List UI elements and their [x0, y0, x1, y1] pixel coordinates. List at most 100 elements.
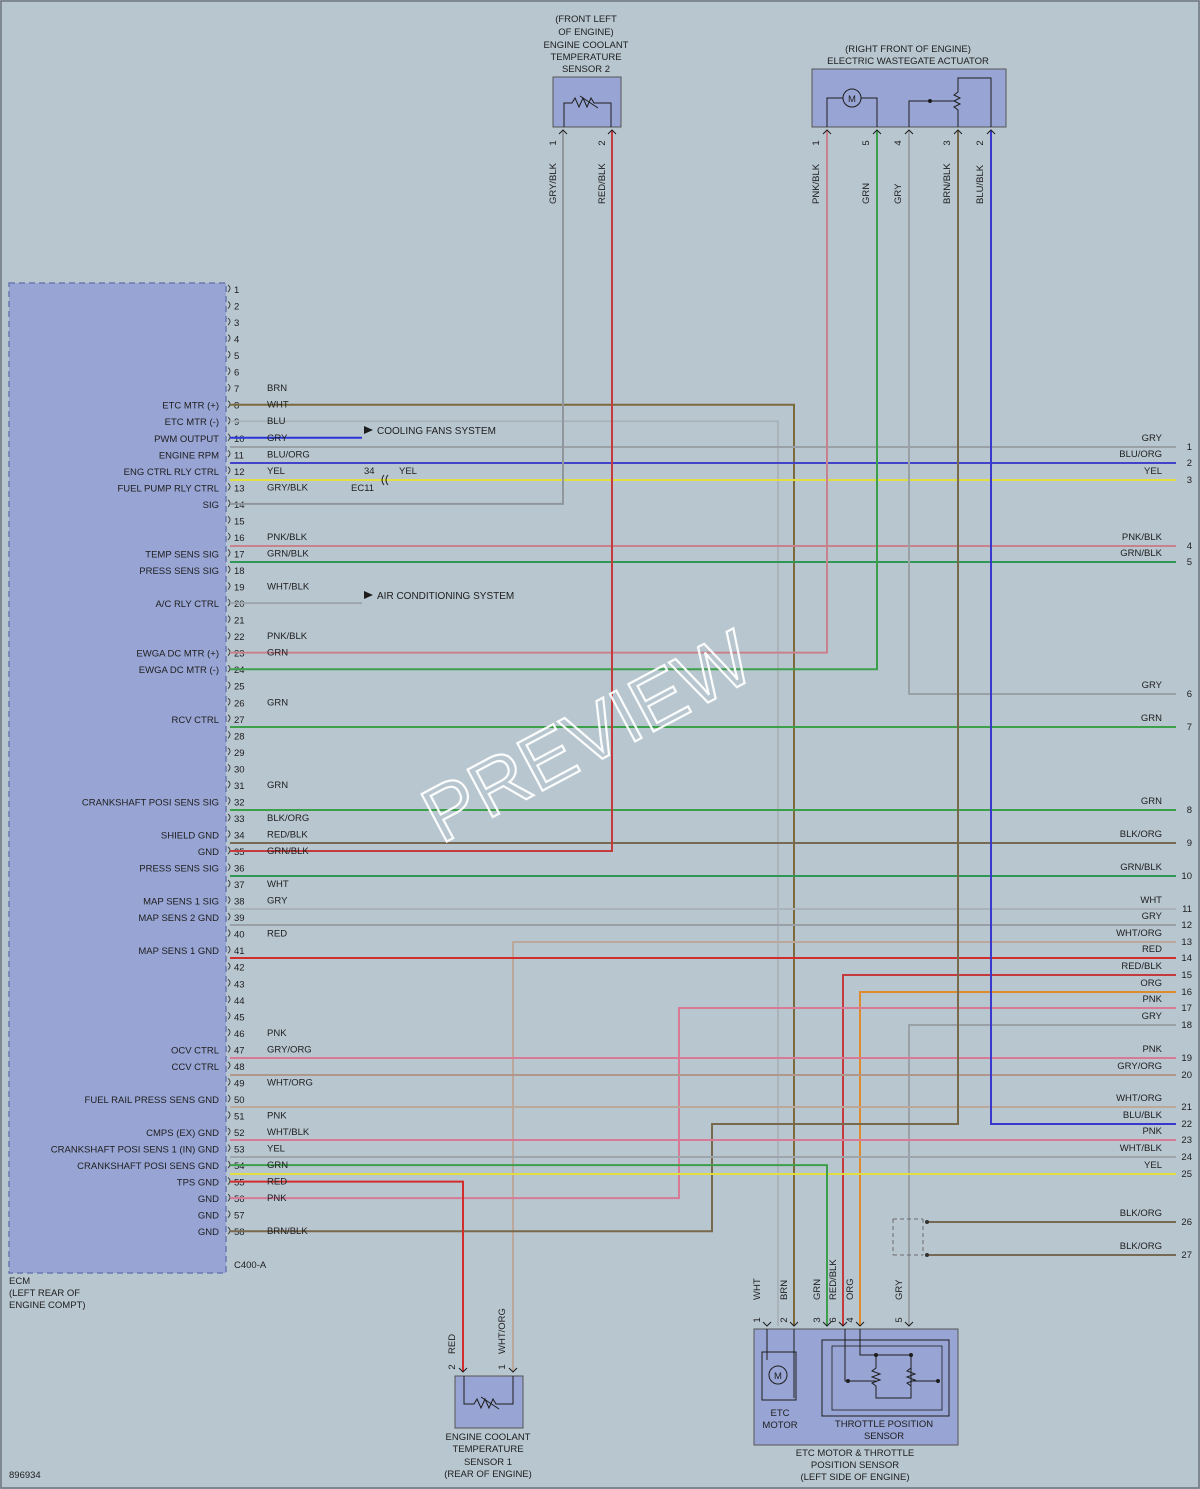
ecm-pin-number: 7 — [234, 384, 239, 395]
ecm-pin-number: 11 — [234, 450, 244, 461]
right-terminal-color: PNK — [1142, 1044, 1162, 1055]
ecm-pin-number: 34 — [234, 830, 245, 841]
right-terminal-color: GRN/BLK — [1120, 548, 1162, 559]
ecm-wire-color-label: WHT/BLK — [267, 1127, 310, 1138]
svg-text:ENGINE COOLANT: ENGINE COOLANT — [544, 40, 629, 51]
right-terminal-color: WHT/BLK — [1120, 1143, 1163, 1154]
right-terminal-number: 12 — [1181, 920, 1192, 931]
etc-pin-number: 5 — [894, 1317, 905, 1322]
ecm-pin-number: 25 — [234, 682, 245, 693]
ewga-pin-number: 3 — [942, 140, 953, 145]
ecm-pin-number: 16 — [234, 533, 245, 544]
shield-ground — [892, 1218, 929, 1257]
right-terminal-color: PNK — [1142, 1126, 1162, 1137]
ecm-pin-number: 53 — [234, 1145, 245, 1156]
air-conditioning-reference: AIR CONDITIONING SYSTEM — [364, 591, 514, 602]
ecm-signal-label: ENGINE RPM — [159, 450, 219, 461]
ecm-pin-number: 19 — [234, 583, 245, 594]
svg-text:(FRONT LEFT: (FRONT LEFT — [555, 14, 617, 25]
ecm-pin-number: 37 — [234, 880, 245, 891]
right-terminal-number: 13 — [1181, 937, 1192, 948]
etc-pin-color: BRN — [779, 1280, 790, 1300]
ecm-signal-label: CRANKSHAFT POSI SENS SIG — [82, 797, 219, 808]
right-terminal-color: GRN/BLK — [1120, 862, 1162, 873]
ecm-pin-number: 22 — [234, 632, 245, 643]
wire — [230, 130, 878, 671]
ecm-pin-number: 35 — [234, 847, 245, 858]
ect1-pin-color: WHT/ORG — [497, 1308, 508, 1354]
svg-text:MOTOR: MOTOR — [762, 1420, 797, 1431]
ecm-wire-color-label: WHT/BLK — [267, 582, 310, 593]
svg-text:M: M — [848, 94, 856, 105]
ewga-pin-number: 2 — [975, 140, 986, 145]
right-terminal-number: 5 — [1187, 557, 1192, 568]
ecm-pin-number: 42 — [234, 963, 245, 974]
ecm-signal-label: SHIELD GND — [161, 830, 219, 841]
right-terminal-number: 7 — [1187, 722, 1192, 733]
right-terminal-number: 22 — [1181, 1119, 1192, 1130]
wire — [908, 1024, 1176, 1326]
right-terminal-number: 15 — [1181, 970, 1192, 981]
ecm-label: ECM (LEFT REAR OF ENGINE COMPT) — [9, 1276, 86, 1311]
ecm-pin-number: 23 — [234, 649, 245, 660]
ecm-pin-number: 30 — [234, 764, 245, 775]
ecm-wire-color-label: BLU — [267, 416, 286, 427]
etc-pin-number: 3 — [812, 1317, 823, 1322]
etc-pin-color: GRN — [812, 1279, 823, 1300]
ecm-wire-color-label: GRN/BLK — [267, 548, 309, 559]
ect2-pin-number: 1 — [548, 140, 559, 145]
svg-text:M: M — [774, 1371, 782, 1382]
right-terminal-color: GRY — [1142, 911, 1163, 922]
right-terminal-number: 18 — [1181, 1020, 1192, 1031]
ecm-pin-number: 2 — [234, 302, 239, 313]
wire — [908, 130, 1176, 695]
ecm-wire-color-label: RED — [267, 1177, 287, 1188]
ecm-signal-label: TEMP SENS SIG — [145, 549, 219, 560]
ecm-pin-number: 24 — [234, 665, 245, 676]
ewga-pin-number: 1 — [811, 140, 822, 145]
right-terminal-number: 20 — [1181, 1070, 1192, 1081]
ecm-signal-label: ENG CTRL RLY CTRL — [124, 467, 219, 478]
ecm-wire-color-label: BLU/ORG — [267, 449, 310, 460]
ecm-pin-number: 9 — [234, 417, 239, 428]
ecm-signal-label: PWM OUTPUT — [154, 434, 219, 445]
ecm-pin-number: 26 — [234, 698, 245, 709]
ecm-signal-label: TPS GND — [177, 1178, 219, 1189]
ecm-signal-label: GND — [198, 1211, 219, 1222]
ecm-wire-color-label: RED/BLK — [267, 829, 308, 840]
ecm-wire-color-label: PNK/BLK — [267, 532, 308, 543]
ecm-wire-color-label: GRY — [267, 433, 288, 444]
ecm-pin-number: 18 — [234, 566, 245, 577]
svg-text:OF ENGINE): OF ENGINE) — [558, 27, 613, 38]
ecm-signal-label: PRESS SENS SIG — [139, 864, 219, 875]
cooling-fans-reference: COOLING FANS SYSTEM — [364, 426, 496, 437]
ecm-pin-number: 36 — [234, 864, 245, 875]
wires — [230, 130, 1176, 1372]
ecm-pin-number: 15 — [234, 516, 245, 527]
right-terminal-number: 8 — [1187, 805, 1192, 816]
ect1-pin-number: 1 — [497, 1364, 508, 1369]
svg-text:(LEFT SIDE OF ENGINE): (LEFT SIDE OF ENGINE) — [800, 1472, 909, 1483]
ecm-wire-color-label: GRN — [267, 648, 288, 659]
ecm-wire-color-label: PNK — [267, 1193, 287, 1204]
ecm-wire-color-labels: BRNWHTBLUGRYBLU/ORGYELGRY/BLKPNK/BLKGRN/… — [267, 383, 313, 1237]
ecm-wire-color-label: GRN/BLK — [267, 846, 309, 857]
right-terminal-color: GRY — [1142, 1011, 1163, 1022]
ecm-pin-number: 8 — [234, 401, 239, 412]
ecm-pin-number: 32 — [234, 797, 245, 808]
ecm-pin-number: 21 — [234, 616, 245, 627]
etc-pin-number: 4 — [845, 1317, 856, 1322]
ecm-wire-color-label: GRN — [267, 697, 288, 708]
ecm-block — [8, 282, 227, 1274]
right-terminal-color: WHT/ORG — [1116, 928, 1162, 939]
ecm-pin-number: 40 — [234, 930, 245, 941]
wire — [230, 130, 828, 654]
ecm-signal-label: MAP SENS 1 GND — [138, 946, 219, 957]
svg-text:SENSOR 2: SENSOR 2 — [562, 64, 610, 75]
wire — [230, 403, 795, 1326]
right-terminal-color: WHT — [1140, 895, 1162, 906]
ewga-pin-color: GRY — [893, 183, 904, 204]
ecm-signal-label: ETC MTR (+) — [162, 401, 219, 412]
etc-pin-number: 2 — [779, 1317, 790, 1322]
ecm-pin-number: 6 — [234, 368, 239, 379]
